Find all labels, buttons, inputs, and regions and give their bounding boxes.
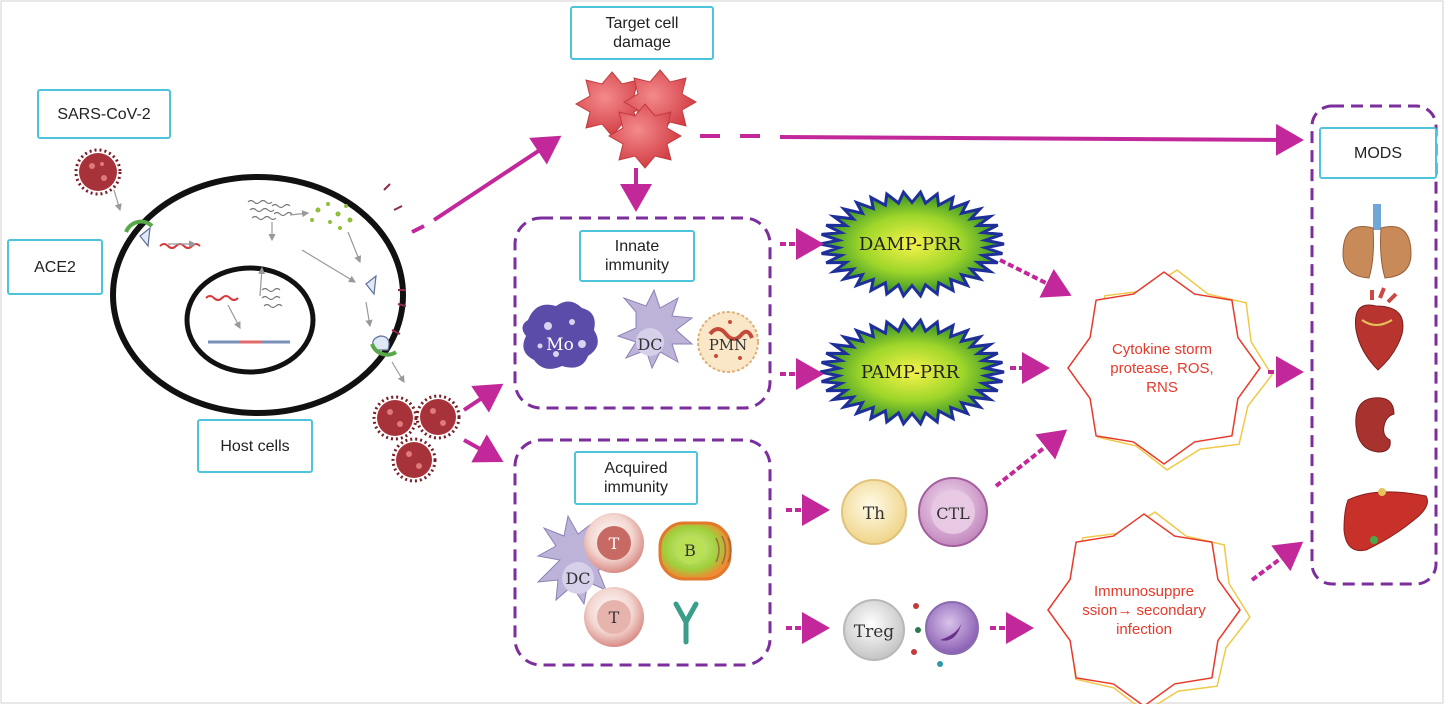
viral-rna-nuclear — [205, 295, 239, 301]
arrow-virus-to-innate — [462, 383, 504, 413]
arrow-damp-to-storm — [999, 258, 1072, 298]
virus-progeny-2 — [415, 394, 461, 440]
membrane-spikes — [383, 183, 407, 335]
cytokine-storm-text: Cytokine storm protease, ROS, RNS — [1110, 340, 1214, 396]
b-cell: B — [658, 521, 732, 581]
arrow-virus-to-acquired — [463, 434, 504, 463]
pmn-cell: PMN — [697, 311, 759, 373]
vesicle — [365, 274, 377, 296]
kidney-icon — [1355, 397, 1395, 453]
antibody-icon — [673, 601, 699, 645]
dc-label-innate: DC — [637, 335, 662, 354]
damaged-cells — [574, 69, 698, 169]
label-sars-cov-2: SARS-CoV-2 — [37, 89, 171, 139]
t-label-upper: T — [609, 534, 620, 553]
pamp-prr-label: PAMP-PRR — [861, 362, 960, 383]
pamp-prr-burst: PAMP-PRR — [819, 317, 1005, 427]
monocyte-cell: Mo — [522, 301, 598, 369]
lungs-icon — [1342, 204, 1412, 279]
label-ace2: ACE2 — [7, 239, 103, 295]
treg-label: Treg — [854, 622, 895, 642]
monocyte-label: Mo — [546, 335, 574, 355]
label-acquired-immunity: Acquired immunity — [574, 451, 698, 505]
innate-box — [513, 216, 772, 410]
pmn-label: PMN — [709, 336, 748, 354]
treg-cell: Treg — [843, 599, 905, 661]
dendritic-cell-innate: DC — [616, 288, 694, 370]
dc-label-acquired: DC — [565, 569, 590, 588]
arrow-to-damage — [432, 135, 562, 222]
cytokine-dots — [911, 603, 943, 667]
virus-progeny-1 — [372, 395, 418, 441]
arrow-damage-to-mods — [779, 123, 1304, 156]
acquired-box — [513, 438, 772, 667]
dendritic-cell-acquired: DC — [536, 514, 620, 606]
b-label: B — [684, 541, 696, 560]
mods-box — [1310, 104, 1438, 586]
label-target-cell-damage: Target cell damage — [570, 6, 714, 60]
virus-progeny-3 — [391, 437, 437, 483]
ctl-cell: CTL — [918, 477, 988, 547]
flow-arrows — [411, 123, 1304, 644]
label-mods: MODS — [1319, 127, 1437, 179]
replicated-rna — [247, 199, 293, 309]
t-cell-upper: T — [584, 513, 644, 573]
liver-icon — [1343, 488, 1428, 552]
label-host-cells: Host cells — [197, 419, 313, 473]
cytokine-storm-star — [1067, 269, 1273, 471]
immunosuppression-star — [1047, 511, 1251, 704]
nucleus — [184, 265, 316, 375]
endosome — [139, 226, 151, 248]
t-cell-lower: T — [584, 587, 644, 647]
immunosuppression-text: Immunosuppre ssion→ secondary infection — [1082, 582, 1206, 638]
ace2-receptor — [124, 219, 154, 233]
label-innate-immunity: Innate immunity — [579, 230, 695, 282]
suppressor-cell — [925, 601, 979, 655]
virus-incoming — [74, 148, 122, 196]
host-cell — [110, 174, 407, 416]
t-label-lower: T — [609, 608, 620, 627]
th-label: Th — [863, 504, 885, 524]
damp-prr-burst: DAMP-PRR — [819, 189, 1005, 299]
viral-proteins — [310, 202, 353, 230]
arrow-ctl-to-storm — [994, 429, 1068, 488]
th-cell: Th — [841, 479, 907, 545]
damp-prr-label: DAMP-PRR — [859, 234, 962, 255]
heart-icon — [1354, 287, 1404, 371]
arrow-immuno-to-mods — [1250, 541, 1304, 582]
ctl-label: CTL — [936, 504, 970, 523]
